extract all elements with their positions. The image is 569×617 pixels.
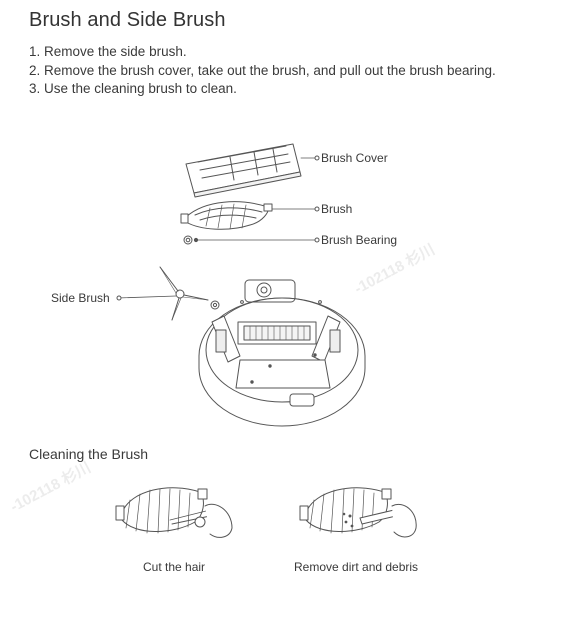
label-side-brush: Side Brush xyxy=(51,291,110,305)
side-brush-illustration xyxy=(159,266,209,321)
step-3: 3. Use the cleaning brush to clean. xyxy=(29,81,237,96)
section-title-cleaning: Cleaning the Brush xyxy=(29,446,149,462)
caption-remove-debris: Remove dirt and debris xyxy=(294,560,419,574)
step-2: 2. Remove the brush cover, take out the … xyxy=(29,62,496,78)
brush-cover-illustration xyxy=(185,143,302,198)
brush-bearing-illustration xyxy=(183,235,193,245)
page-title: Brush and Side Brush xyxy=(29,9,226,31)
brush-illustration xyxy=(180,201,273,230)
instruction-steps: 1. Remove the side brush. 2. Remove the … xyxy=(29,43,496,99)
label-brush: Brush xyxy=(321,202,353,216)
step-1: 1. Remove the side brush. xyxy=(29,44,187,59)
label-brush-bearing: Brush Bearing xyxy=(321,233,398,247)
cut-hair-illustration xyxy=(115,487,233,538)
caption-cut-hair: Cut the hair xyxy=(143,560,206,574)
label-brush-cover: Brush Cover xyxy=(321,151,388,165)
remove-debris-illustration xyxy=(299,487,417,538)
robot-vacuum-illustration xyxy=(198,279,366,427)
